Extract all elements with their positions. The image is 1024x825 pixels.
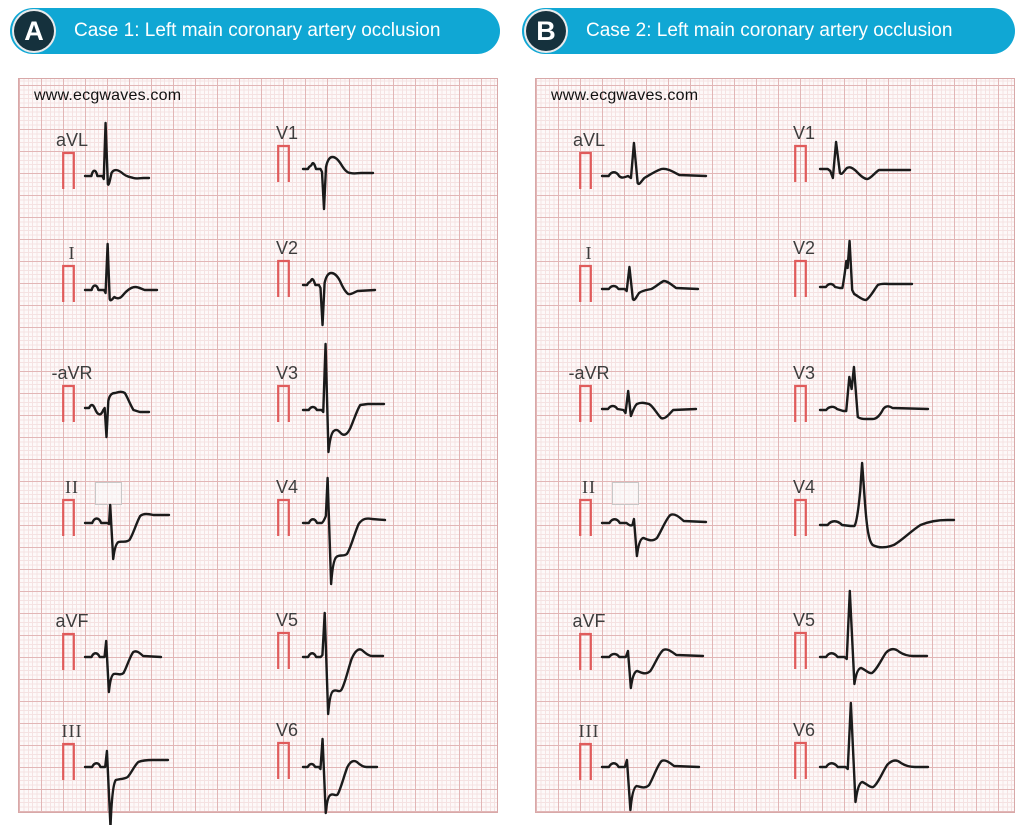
calibration-pulse-icon	[62, 742, 75, 780]
calibration-pulse-icon	[794, 384, 807, 422]
case-a-title: Case 1: Left main coronary artery occlus…	[74, 20, 441, 41]
case-a-badge: A	[12, 9, 56, 53]
ecg-waveform--avr	[602, 309, 696, 539]
ecg-waveform-iii	[602, 667, 699, 825]
lead-label-ii: II	[582, 477, 596, 497]
ecg-waveform-i	[602, 189, 698, 419]
calibration-pulse-icon	[62, 632, 75, 670]
watermark: www.ecgwaves.com	[551, 87, 699, 104]
ecg-waveform-avl	[602, 76, 706, 306]
lead-label-v3: V3	[792, 363, 816, 383]
lead-label-i: I	[68, 243, 76, 263]
lead-label-iii: III	[61, 721, 83, 741]
calibration-pulse-icon	[579, 264, 592, 302]
calibration-pulse-icon	[579, 151, 592, 189]
lead-label-i: I	[585, 243, 593, 263]
ecg-waveform-v4	[303, 423, 385, 653]
calibration-pulse-icon	[277, 498, 290, 536]
lead-label--avr: -aVR	[568, 363, 610, 383]
calibration-pulse-icon	[794, 498, 807, 536]
calibration-pulse-icon	[62, 264, 75, 302]
case-a-banner: A Case 1: Left main coronary artery occl…	[10, 8, 500, 54]
ecg-waveform-avl	[85, 76, 149, 306]
calibration-pulse-icon	[579, 384, 592, 422]
lead-label-v2: V2	[792, 238, 816, 258]
calibration-pulse-icon	[277, 631, 290, 669]
ecg-waveform-v4	[820, 423, 954, 653]
lead-label-v1: V1	[275, 123, 299, 143]
lead-label-v3: V3	[275, 363, 299, 383]
lead-label-iii: III	[578, 721, 600, 741]
ecg-waveform-v2	[820, 184, 912, 414]
ecg-waveform-iii	[85, 667, 168, 825]
lead-ii-artifact-box	[612, 482, 639, 505]
ecg-waveform-v5	[303, 556, 383, 786]
calibration-pulse-icon	[794, 631, 807, 669]
lead-label-v1: V1	[792, 123, 816, 143]
calibration-pulse-icon	[579, 498, 592, 536]
ecg-waveform-ii	[85, 423, 169, 653]
calibration-pulse-icon	[794, 259, 807, 297]
lead-label-avl: aVL	[572, 130, 606, 150]
calibration-pulse-icon	[277, 741, 290, 779]
lead-label-v5: V5	[792, 610, 816, 630]
lead-label-ii: II	[65, 477, 79, 497]
ecg-waveform-v5	[820, 556, 927, 786]
ecg-waveform-v1	[820, 69, 910, 299]
ecg-waveform-v6	[303, 666, 377, 825]
lead-label--avr: -aVR	[51, 363, 93, 383]
ecg-waveform-i	[85, 189, 157, 419]
lead-label-avf: aVF	[55, 611, 89, 631]
ecg-waveform-v1	[303, 69, 373, 299]
ecg-waveform-v3	[820, 309, 928, 539]
ecg-waveform-v3	[303, 309, 384, 539]
ecg-waveform-avf	[85, 557, 161, 787]
lead-label-v5: V5	[275, 610, 299, 630]
ecg-waveform--avr	[85, 309, 149, 539]
lead-label-v2: V2	[275, 238, 299, 258]
case-b-badge: B	[524, 9, 568, 53]
calibration-pulse-icon	[62, 384, 75, 422]
lead-label-v6: V6	[792, 720, 816, 740]
ecg-waveform-ii	[602, 423, 706, 653]
ecg-waveform-v6	[820, 666, 928, 825]
calibration-pulse-icon	[62, 498, 75, 536]
calibration-pulse-icon	[62, 151, 75, 189]
lead-label-avf: aVF	[572, 611, 606, 631]
lead-label-v4: V4	[275, 477, 299, 497]
calibration-pulse-icon	[277, 384, 290, 422]
ecg-waveform-v2	[303, 184, 375, 414]
watermark: www.ecgwaves.com	[34, 87, 182, 104]
calibration-pulse-icon	[794, 144, 807, 182]
lead-label-v4: V4	[792, 477, 816, 497]
lead-label-v6: V6	[275, 720, 299, 740]
case-b-banner: B Case 2: Left main coronary artery occl…	[522, 8, 1015, 54]
lead-ii-artifact-box	[95, 482, 122, 505]
calibration-pulse-icon	[277, 144, 290, 182]
calibration-pulse-icon	[277, 259, 290, 297]
calibration-pulse-icon	[579, 632, 592, 670]
case-b-title: Case 2: Left main coronary artery occlus…	[586, 20, 953, 41]
calibration-pulse-icon	[579, 742, 592, 780]
calibration-pulse-icon	[794, 741, 807, 779]
ecg-waveform-avf	[602, 557, 703, 787]
lead-label-avl: aVL	[55, 130, 89, 150]
